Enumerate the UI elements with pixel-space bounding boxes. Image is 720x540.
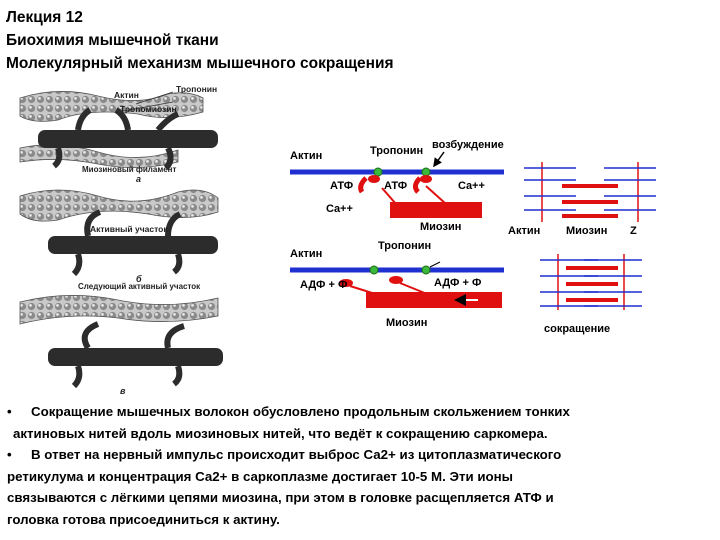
label-myosin-top: Миозин	[420, 221, 461, 233]
label-ca-top-right: Ca++	[458, 180, 485, 192]
bullet-1: •	[7, 404, 12, 419]
label-excitation: возбуждение	[432, 139, 504, 151]
excitation-state: Актин Тропонин возбуждение АТФ АТФ Ca++ …	[290, 139, 504, 233]
label-myosin-sarcomere: Миозин	[566, 225, 607, 237]
actin-filament-c	[19, 295, 219, 325]
bullet-2: •	[7, 447, 12, 463]
slide-title: Лекция 12 Биохимия мышечной ткани Молеку…	[6, 6, 646, 75]
label-actin-bottom: Актин	[290, 248, 322, 260]
panel-a-drawing: Актин Тропонин Тропомиозин Миозиновый фи…	[19, 84, 218, 184]
power-stroke-state: Актин Тропонин АДФ + Ф АДФ + Ф Миозин	[290, 240, 504, 329]
panel-b-drawing: Активный участок б	[19, 189, 219, 284]
sarcomere-contracted: сокращение	[540, 254, 642, 335]
myosin-bar-top	[390, 202, 482, 218]
lecture-topic: Биохимия мышечной ткани	[6, 32, 219, 49]
myosin-rod-a	[38, 130, 218, 148]
label-troponin-bottom: Тропонин	[378, 240, 431, 252]
label-z-line: Z	[630, 225, 637, 237]
troponin-dot-1	[373, 167, 383, 177]
myosin-bar-bottom	[366, 292, 502, 308]
actomyosin-illustration: Актин Тропонин Тропомиозин Миозиновый фи…	[19, 84, 223, 396]
contraction-schematic: Актин Тропонин возбуждение АТФ АТФ Ca++ …	[290, 139, 656, 335]
sarcomere-relaxed: Актин Миозин Z	[508, 162, 656, 237]
myosin-rod-c	[48, 348, 223, 366]
label-troponin: Тропонин	[176, 84, 217, 94]
troponin-dot-2	[421, 167, 431, 177]
label-atp-1: АТФ	[330, 180, 353, 192]
label-active-site: Активный участок	[90, 224, 168, 234]
lecture-number: Лекция 12	[6, 9, 83, 26]
label-myosin-bottom: Миозин	[386, 317, 427, 329]
paragraph-1: •Сокращение мышечных волокон обусловлено…	[7, 401, 715, 444]
paragraph-2-line-2: ретикулума и концентрация Са2+ в саркопл…	[7, 468, 514, 484]
paragraph-2-line-1: •В ответ на нервный импульс происходит в…	[7, 444, 715, 466]
troponin-dot-3	[369, 265, 379, 275]
myosin-rod-b	[48, 236, 218, 254]
label-actin: Актин	[114, 90, 139, 100]
label-myosin-filament: Миозиновый филамент	[82, 165, 177, 174]
lecture-subtopic: Молекулярный механизм мышечного сокращен…	[6, 55, 394, 72]
actin-filament-b	[19, 189, 219, 222]
troponin-dot-4	[421, 265, 431, 275]
label-panel-a: а	[136, 174, 141, 184]
label-actin-top: Актин	[290, 150, 322, 162]
paragraph-2: •В ответ на нервный импульс происходит в…	[7, 444, 715, 530]
label-atp-2: АТФ	[384, 180, 407, 192]
label-next-active-site: Следующий активный участок	[78, 282, 201, 291]
label-contraction: сокращение	[544, 323, 610, 335]
label-actin-sarcomere: Актин	[508, 225, 540, 237]
label-ca-top-left: Ca++	[326, 203, 353, 215]
label-adp-1: АДФ + Ф	[300, 279, 347, 291]
explanation-text: •Сокращение мышечных волокон обусловлено…	[7, 401, 715, 531]
label-panel-b: б	[136, 274, 142, 284]
paragraph-1-line-1: •Сокращение мышечных волокон обусловлено…	[7, 401, 715, 423]
panel-c-drawing: Следующий активный участок в	[19, 282, 223, 396]
paragraph-1-line-2: актиновых нитей вдоль миозиновых нитей, …	[13, 425, 548, 441]
actin-filament-a	[19, 91, 204, 122]
label-tropomyosin: Тропомиозин	[120, 104, 177, 114]
label-adp-2: АДФ + Ф	[434, 277, 481, 289]
paragraph-2-line-4: головка готова присоединиться к актину.	[7, 511, 280, 527]
paragraph-2-line-3: связываются с лёгкими цепями миозина, пр…	[7, 490, 554, 506]
label-panel-c: в	[120, 386, 126, 396]
label-troponin-top: Тропонин	[370, 145, 423, 157]
